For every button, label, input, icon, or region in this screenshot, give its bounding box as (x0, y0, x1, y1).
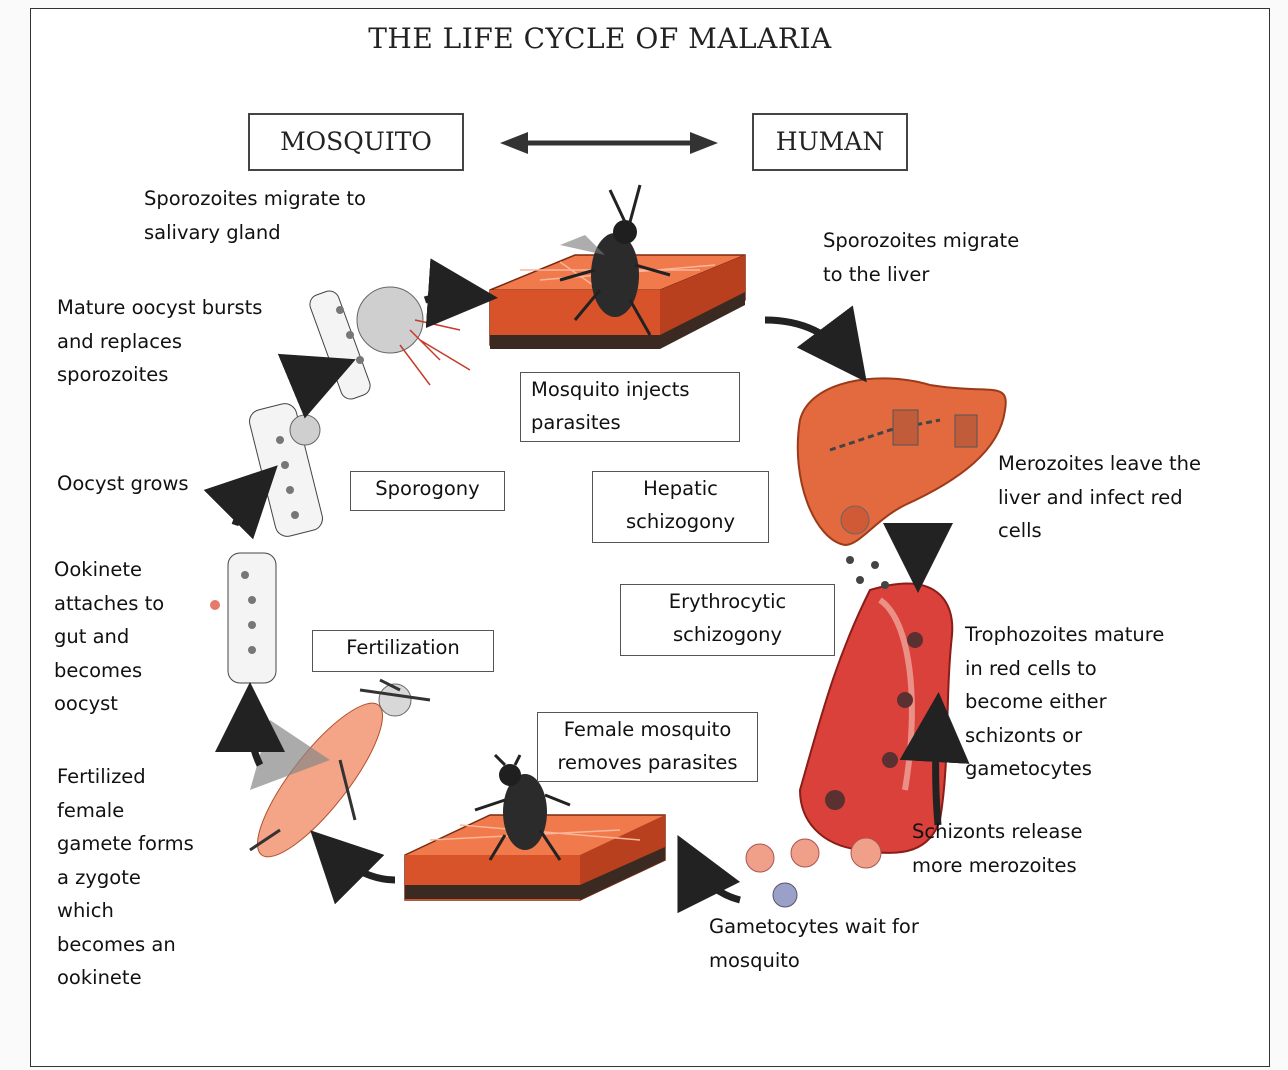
mosquito-host-label: MOSQUITO (248, 113, 464, 171)
salivary-gland-label: Sporozoites migrate to salivary gland (144, 182, 366, 249)
mosquito-injects-box: Mosquito injects parasites (520, 372, 740, 442)
arrow-to-oocyst (235, 485, 258, 525)
gut-wall-icon (210, 553, 276, 683)
liver-icon (798, 378, 1006, 545)
hepatic-line-2: schizogony (593, 505, 768, 538)
hepatic-schizogony-box: Hepatic schizogony (592, 471, 769, 543)
arrow-blood-loop (936, 720, 938, 825)
liver-migration-label: Sporozoites migrate to the liver (823, 224, 1019, 291)
oocyst-grows-label: Oocyst grows (57, 467, 189, 501)
removes-line-2: removes parasites (538, 746, 757, 779)
arrow-to-ookinete (250, 710, 260, 765)
fertilization-box: Fertilization (312, 630, 494, 672)
schizonts-label: Schizonts release more merozoites (912, 815, 1083, 882)
fertilized-gamete-label: Fertilized female gamete forms a zygote … (57, 760, 194, 995)
merozoites-leave-label: Merozoites leave the liver and infect re… (998, 447, 1201, 548)
erythrocytic-line-2: schizogony (621, 618, 834, 651)
oocyst-column-icon (247, 401, 325, 539)
ookinete-label: Ookinete attaches to gut and becomes ooc… (54, 553, 164, 721)
merozoite-cells-icon (846, 556, 889, 589)
removes-line-1: Female mosquito (538, 713, 757, 746)
arrow-to-mosquito (690, 860, 740, 900)
sporogony-box: Sporogony (350, 471, 505, 511)
human-host-label: HUMAN (752, 113, 908, 171)
gametocyte-cells-icon (746, 838, 881, 907)
female-mosquito-icon (239, 680, 430, 872)
inject-line-1: Mosquito injects (531, 373, 739, 406)
trophozoites-label: Trophozoites mature in red cells to beco… (965, 618, 1164, 786)
salivary-gland-icon (307, 287, 470, 402)
inject-line-2: parasites (531, 406, 739, 439)
gametocytes-label: Gametocytes wait for mosquito (709, 910, 919, 977)
arrow-to-blood (905, 535, 918, 565)
arrow-to-liver (765, 320, 850, 360)
erythrocytic-schizogony-box: Erythrocytic schizogony (620, 584, 835, 656)
oocyst-bursts-label: Mature oocyst bursts and replaces sporoz… (57, 291, 262, 392)
hepatic-line-1: Hepatic (593, 472, 768, 505)
arrow-to-fertilization (330, 850, 395, 880)
female-mosquito-removes-box: Female mosquito removes parasites (537, 712, 758, 782)
diagram-title: THE LIFE CYCLE OF MALARIA (300, 22, 900, 55)
arrow-to-bursts (305, 370, 330, 400)
arrow-to-inject (425, 295, 470, 300)
double-arrow-icon (500, 132, 718, 154)
erythrocytic-line-1: Erythrocytic (621, 585, 834, 618)
